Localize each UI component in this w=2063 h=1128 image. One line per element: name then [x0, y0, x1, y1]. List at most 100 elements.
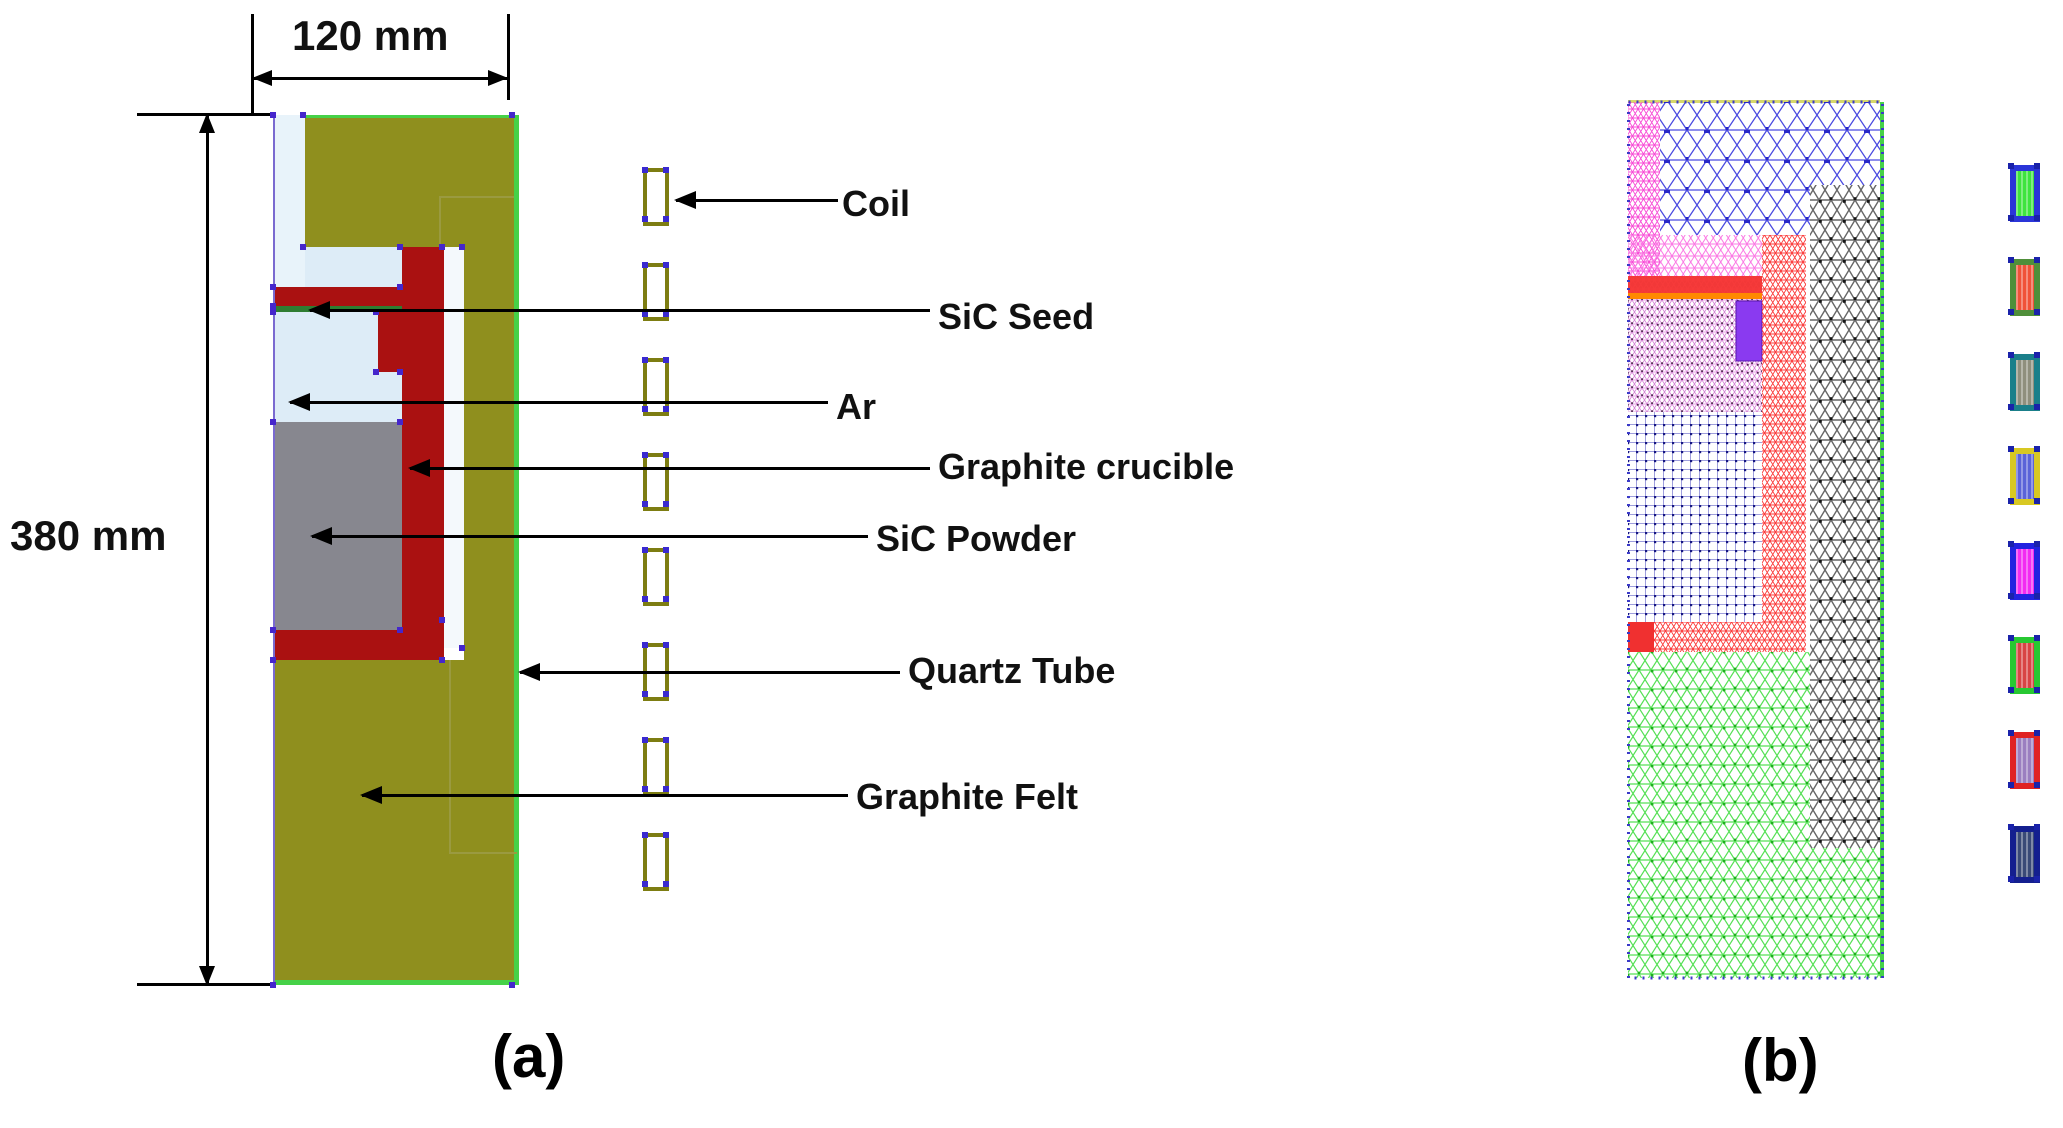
width-dimension-arrow: [252, 70, 508, 86]
coil-turn: [642, 452, 669, 511]
swatch-fill: [2016, 832, 2034, 877]
swatch-fill: [2016, 643, 2034, 688]
vertex-dot: [439, 244, 445, 250]
vertex-dot: [397, 369, 403, 375]
mesh-plot: [1627, 100, 1884, 980]
coil-node-dots: [642, 167, 648, 173]
swatch-node-dots: [2008, 824, 2014, 830]
vertex-dot: [270, 982, 276, 988]
mesh-crucible-lid-band-mesh: [1628, 276, 1762, 293]
coil-mesh-swatch: [2008, 730, 2040, 789]
swatch-fill: [2016, 171, 2034, 216]
arrow-ar: [288, 393, 828, 411]
swatch-node-dots: [2008, 352, 2014, 358]
vertex-dot: [397, 284, 403, 290]
coil-mesh-swatch: [2008, 541, 2040, 600]
label-sic-powder: SiC Powder: [876, 518, 1077, 559]
vertex-dot: [300, 244, 306, 250]
label-sic-seed: SiC Seed: [938, 296, 1095, 337]
coil-node-dots: [642, 262, 648, 268]
label-quartz-tube: Quartz Tube: [908, 650, 1116, 691]
vertex-dot: [270, 419, 276, 425]
coil-turn: [642, 832, 669, 891]
vertex-dot: [439, 657, 445, 663]
mesh-felt-bottom: [1628, 652, 1810, 848]
quartz-tube-top-edge: [305, 115, 514, 118]
vertex-dot: [300, 112, 306, 118]
crucible-lid-region: [275, 287, 402, 306]
vertex-dot: [397, 419, 403, 425]
swatch-fill: [2016, 454, 2034, 499]
mesh-crucible-bottom: [1628, 622, 1806, 652]
swatch-node-dots: [2008, 730, 2014, 736]
coil-mesh-swatch: [2008, 824, 2040, 883]
arrow-sic-seed: [308, 301, 930, 319]
felt-seam-line: [439, 196, 441, 247]
coil-turn: [642, 547, 669, 606]
caption-panel-b: (b): [1742, 1027, 1819, 1094]
crucible-wall-region: [402, 247, 444, 660]
coil-node-dots: [642, 642, 648, 648]
vertex-dot: [270, 284, 276, 290]
label-graphite-crucible: Graphite crucible: [938, 446, 1235, 487]
coil-turn: [642, 262, 669, 321]
mesh-outer-boundary: [1627, 100, 1884, 980]
graphite-felt-bottom-region: [275, 660, 519, 985]
arrow-graphite-felt: [360, 786, 848, 804]
dim-extension-line: [507, 14, 510, 100]
vertex-dot: [509, 112, 515, 118]
vertex-dot: [439, 617, 445, 623]
swatch-node-dots: [2008, 635, 2014, 641]
sic-powder-region: [275, 422, 402, 630]
coil-turn: [642, 167, 669, 226]
mesh-seed-band: [1628, 293, 1762, 299]
coil-mesh-swatch: [2008, 446, 2040, 505]
vertex-dot: [459, 244, 465, 250]
vertex-dot: [373, 369, 379, 375]
graphite-felt-top-region: [305, 115, 519, 247]
mesh-felt-outer-column: [1810, 185, 1880, 848]
swatch-fill: [2016, 360, 2034, 405]
argon-upper-region: [305, 247, 402, 287]
mesh-gas-upper: [1628, 235, 1762, 276]
argon-gap-left-region: [275, 115, 305, 287]
label-coil: Coil: [842, 183, 910, 224]
coil-mesh-swatch: [2008, 352, 2040, 411]
vertex-dot: [373, 309, 379, 315]
crucible-step-region: [378, 312, 402, 372]
width-dimension-label: 120 mm: [292, 12, 449, 59]
felt-seam-line: [439, 196, 514, 198]
crucible-bottom-region: [275, 630, 444, 660]
swatch-node-dots: [2008, 257, 2014, 263]
vertex-dot: [270, 303, 276, 309]
vertex-dot: [270, 112, 276, 118]
gap-column-region: [444, 247, 464, 648]
arrow-coil: [674, 191, 838, 209]
arrow-quartz-tube: [518, 663, 900, 681]
vertex-dot: [270, 309, 276, 315]
swatch-node-dots: [2008, 446, 2014, 452]
arrow-graphite-crucible: [408, 459, 930, 477]
mesh-quartz-edge: [1880, 102, 1884, 978]
coil-node-dots: [642, 357, 648, 363]
label-ar: Ar: [836, 386, 877, 427]
furnace-schematic: [273, 115, 519, 985]
mesh-felt-top: [1660, 102, 1880, 185]
vertex-dot: [509, 982, 515, 988]
coil-mesh-swatch: [2008, 635, 2040, 694]
mesh-powder-grid: [1628, 412, 1762, 622]
caption-panel-a: (a): [492, 1023, 566, 1090]
swatch-node-dots: [2008, 163, 2014, 169]
swatch-fill: [2016, 738, 2034, 783]
coil-mesh-swatch: [2008, 163, 2040, 222]
vertex-dot: [270, 627, 276, 633]
felt-seam-line: [449, 660, 451, 852]
vertex-dot: [397, 627, 403, 633]
coil-node-dots: [642, 547, 648, 553]
mesh-felt-top: [1660, 185, 1810, 235]
arrow-sic-powder: [310, 527, 868, 545]
coil-turn: [642, 737, 669, 796]
coil-turn: [642, 357, 669, 416]
height-dimension-label: 380 mm: [10, 512, 167, 559]
